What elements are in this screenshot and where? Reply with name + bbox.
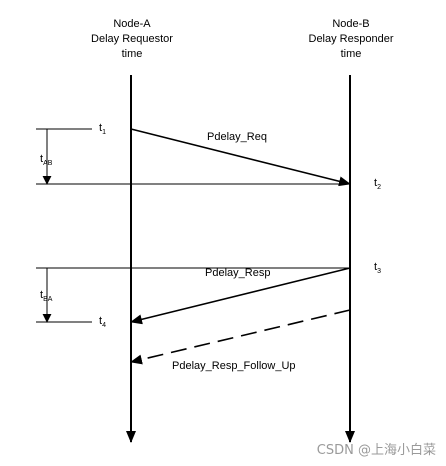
node-a-time-label: time xyxy=(122,48,143,60)
node-a-name: Node-A xyxy=(113,18,151,30)
node-a-role: Delay Requestor xyxy=(91,33,173,45)
watermark: CSDN @上海小白菜 xyxy=(317,442,436,458)
t4-label: t4 xyxy=(99,315,106,329)
pdelay-req-arrow xyxy=(130,128,351,187)
t1-label: t1 xyxy=(99,122,106,136)
pdelay-resp-follow-up-label: Pdelay_Resp_Follow_Up xyxy=(172,360,296,372)
pdelay-resp-label: Pdelay_Resp xyxy=(205,267,270,279)
node-b-name: Node-B xyxy=(332,18,369,30)
tba-label: tBA xyxy=(40,289,53,303)
tab-label: tAB xyxy=(40,153,53,167)
pdelay-req-label: Pdelay_Req xyxy=(207,131,267,143)
pdelay-resp-follow-up-arrow xyxy=(130,309,351,365)
node-b-header: Node-B Delay Responder time xyxy=(309,18,394,60)
node-b-role: Delay Responder xyxy=(309,33,394,45)
node-a-header: Node-A Delay Requestor time xyxy=(91,18,173,60)
pdelay-resp-arrow xyxy=(130,267,351,325)
t3-label: t3 xyxy=(374,261,381,275)
t2-label: t2 xyxy=(374,177,381,191)
node-b-time-label: time xyxy=(341,48,362,60)
